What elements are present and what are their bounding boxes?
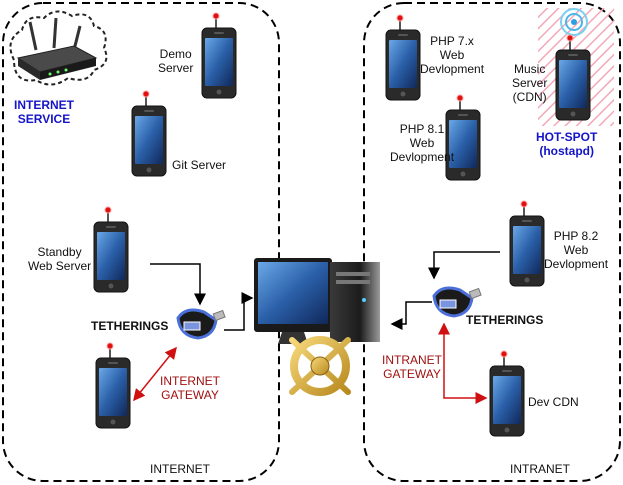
internet-service-label-line: INTERNET: [14, 98, 74, 112]
hotspot-label-line: HOT-SPOT: [536, 130, 598, 144]
php82-to-adapter-arrow: [428, 251, 500, 280]
php82-label: PHP 8.2 Web Devlopment: [544, 229, 608, 271]
php7-phone-icon: [385, 14, 421, 101]
adapter-to-computer-arrow: [224, 292, 254, 331]
php7-label-line: Web: [439, 48, 465, 62]
intranet-zone: [363, 2, 621, 482]
tethering-adapter-right-icon: [432, 286, 483, 318]
php81-label-line: Web: [409, 136, 435, 150]
tetherings-right-label: TETHERINGS: [466, 313, 544, 327]
internet-zone: [2, 2, 280, 482]
php82-phone-icon: [509, 200, 545, 287]
internet-service-label-line: SERVICE: [17, 112, 71, 126]
standby-server-label-line: Standby: [37, 245, 82, 259]
intranet-gateway-label-line: GATEWAY: [383, 367, 441, 381]
music-server-label: Music Server (CDN): [512, 62, 547, 104]
tetherings-left-label: TETHERINGS: [91, 319, 169, 333]
php82-label-line: Devlopment: [544, 257, 609, 271]
standby-to-adapter-arrow: [150, 263, 206, 306]
internet-gateway-arrow: [133, 346, 177, 402]
php82-label-line: Web: [563, 243, 589, 257]
internet-service-label: INTERNET SERVICE: [14, 98, 74, 126]
intranet-gateway-arrow: [438, 322, 488, 404]
php81-label-line: PHP 8.1: [399, 122, 445, 136]
hotspot-label-line: (hostapd): [539, 144, 594, 158]
php81-label-line: Devlopment: [390, 150, 455, 164]
hotspot-label: HOT-SPOT (hostapd): [536, 130, 597, 158]
intranet-gateway-label: INTRANET GATEWAY: [382, 353, 442, 381]
ship-wheel-icon: [277, 327, 363, 405]
tethering-adapter-left-icon: [176, 308, 227, 340]
internet-gateway-label-line: INTERNET: [160, 374, 220, 388]
php81-label: PHP 8.1 Web Devlopment: [390, 122, 454, 164]
internet-gateway-label-line: GATEWAY: [161, 388, 219, 402]
php7-label: PHP 7.x Web Devlopment: [420, 34, 484, 76]
gateway-phone-icon: [95, 342, 131, 429]
demo-server-label-line: Demo: [159, 47, 192, 61]
music-server-label-line: Music: [514, 62, 546, 76]
music-server-label-line: Server: [512, 76, 548, 90]
php7-label-line: Devlopment: [420, 62, 485, 76]
internet-gateway-label: INTERNET GATEWAY: [160, 374, 220, 402]
wifi-signal-icon: [560, 8, 588, 36]
adapter-to-computer-right-arrow: [390, 301, 432, 330]
computer-icon: [254, 258, 380, 344]
php7-label-line: PHP 7.x: [430, 34, 474, 48]
intranet-zone-label: INTRANET: [510, 462, 570, 476]
demo-server-phone-icon: [201, 12, 237, 99]
standby-server-label-line: Web Server: [28, 259, 92, 273]
intranet-gateway-label-line: INTRANET: [382, 353, 442, 367]
demo-server-label-line: Server: [158, 61, 194, 75]
standby-server-label: Standby Web Server: [28, 245, 91, 273]
git-server-label: Git Server: [172, 158, 227, 172]
demo-server-label: Demo Server: [158, 47, 193, 75]
dev-cdn-label: Dev CDN: [528, 395, 579, 409]
git-server-phone-icon: [131, 90, 167, 177]
music-server-label-line: (CDN): [512, 90, 547, 104]
standby-server-phone-icon: [93, 206, 129, 293]
internet-zone-label: INTERNET: [150, 462, 210, 476]
php82-label-line: PHP 8.2: [553, 229, 599, 243]
dev-cdn-phone-icon: [489, 350, 525, 437]
router-icon: [16, 17, 98, 80]
